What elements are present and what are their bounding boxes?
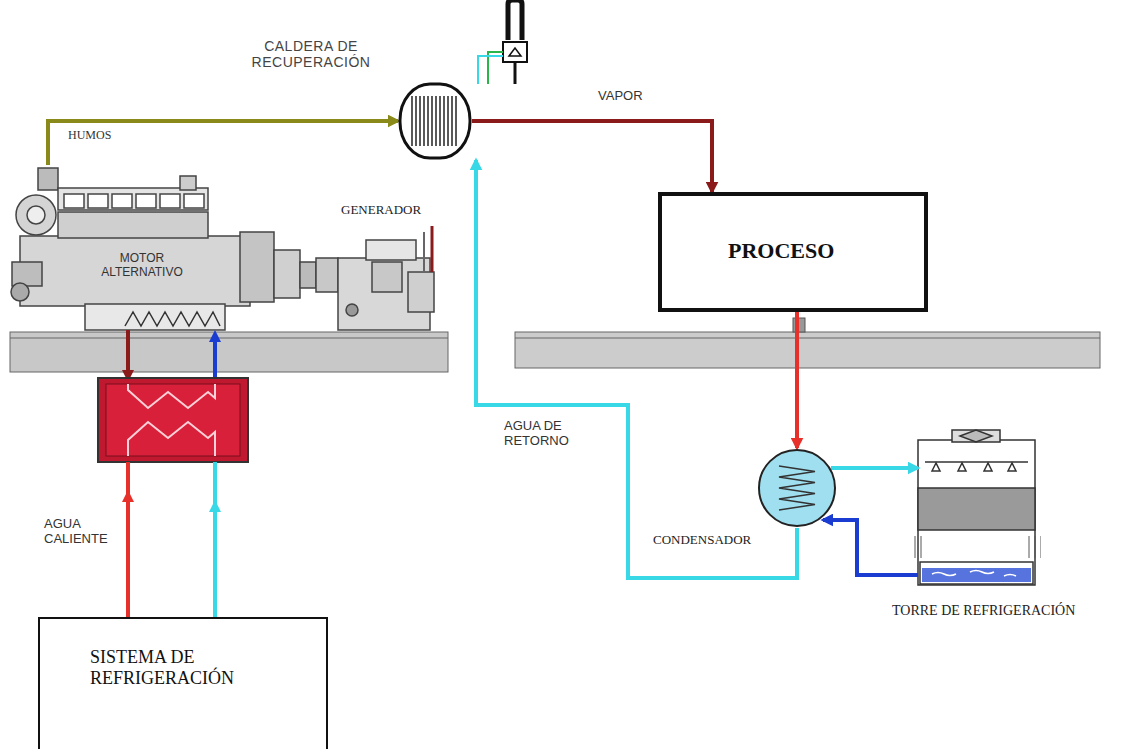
flow-label: AGUA CALIENTE <box>42 516 126 546</box>
flow-label: AGUA DE RETORNO <box>502 418 606 448</box>
node-label: CONDENSADOR <box>653 532 751 548</box>
boiler-outline <box>398 82 472 160</box>
node-label: MOTOR ALTERNATIVO <box>94 251 190 279</box>
pipe-connector <box>472 121 712 192</box>
cooling-tower: TORRE DE REFRIGERACIÓN <box>918 440 1035 588</box>
condenser: CONDENSADOR <box>757 448 837 528</box>
pipe-connector <box>831 466 918 470</box>
boiler-chimney <box>478 0 527 84</box>
node-label: GENERADOR <box>341 202 421 218</box>
generator: GENERADOR <box>335 228 447 332</box>
pipe-connector <box>795 312 799 448</box>
node-label: SISTEMA DE REFRIGERACIÓN <box>90 647 270 689</box>
heat-exchanger <box>98 330 248 617</box>
engine: MOTOR ALTERNATIVO <box>10 165 282 330</box>
pipe-connector <box>48 121 398 165</box>
node-label: TORRE DE REFRIGERACIÓN <box>892 603 1075 619</box>
pipe-connector <box>823 520 918 575</box>
node-label: CALDERA DE RECUPERACIÓN <box>236 38 386 70</box>
generator-drawing <box>338 226 434 330</box>
flow-label: VAPOR <box>596 88 645 103</box>
system-box: SISTEMA DE REFRIGERACIÓN <box>38 617 328 749</box>
node-label: PROCESO <box>728 238 834 264</box>
condenser-outline <box>757 448 837 528</box>
process-box: PROCESO <box>658 192 928 312</box>
boiler-drum: CALDERA DE RECUPERACIÓN <box>398 82 472 160</box>
cooling-tower-drawing <box>912 430 1041 585</box>
engine-drawing <box>11 168 338 330</box>
flow-label: HUMOS <box>66 128 113 143</box>
